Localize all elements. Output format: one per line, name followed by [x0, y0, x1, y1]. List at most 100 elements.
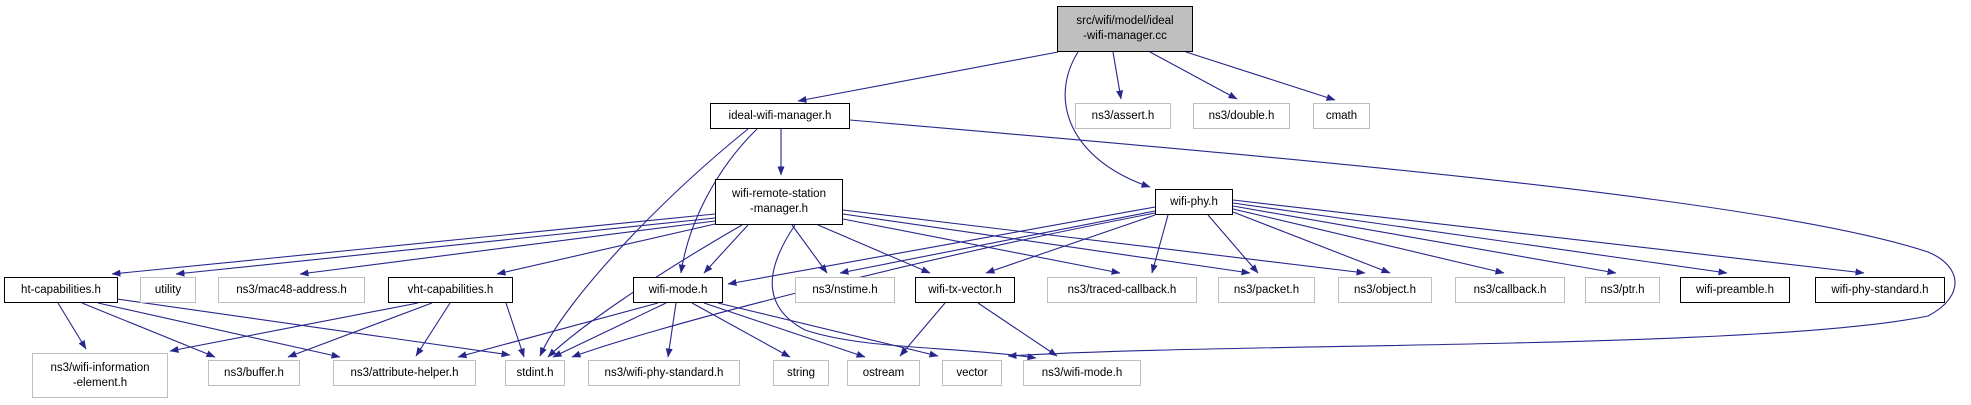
edge-wifimode-stdint [552, 302, 667, 358]
node-label: ns3/assert.h [1091, 109, 1155, 122]
node-wifimode[interactable]: wifi-mode.h [633, 277, 723, 303]
edge-ht-infoelem [57, 302, 87, 350]
edge-wifimode-vector [717, 302, 939, 358]
node-preamble[interactable]: wifi-preamble.h [1680, 277, 1790, 303]
node-label: ns3/wifi-information [50, 361, 150, 374]
node-label: -manager.h [749, 203, 809, 215]
node-label: ht-capabilities.h [21, 283, 101, 296]
node-ns3phystd: ns3/wifi-phy-standard.h [588, 360, 740, 386]
node-label: ns3/traced-callback.h [1067, 283, 1177, 296]
node-ptr: ns3/ptr.h [1585, 277, 1660, 303]
node-label: vht-capabilities.h [407, 283, 494, 296]
node-label: -element.h [72, 376, 128, 389]
node-infoelem: ns3/wifi-information -element.h [32, 353, 168, 398]
node-label: wifi-phy.h [1170, 195, 1218, 208]
edge-vht-stdint [504, 299, 525, 358]
node-label: wifi-mode.h [648, 283, 708, 296]
node-label: ns3/buffer.h [224, 366, 284, 379]
edge-wifiphy-txvector [985, 214, 1156, 274]
node-label: src/wifi/model/ideal [1076, 15, 1174, 28]
node-assert: ns3/assert.h [1075, 103, 1171, 129]
node-wrsm[interactable]: wifi-remote-station -manager.h [715, 179, 843, 225]
edge-wifimode-ns3phystd [665, 302, 677, 358]
edge-cc-cmath [1185, 51, 1336, 101]
node-label: -wifi-manager.cc [1083, 30, 1167, 42]
edge-cc-assert [1112, 51, 1124, 100]
edge-ideal-wifimode [678, 128, 758, 274]
edge-wifiphy-nstime [839, 210, 1156, 275]
edge-wrsm-object [842, 209, 1366, 276]
edge-wifiphy-object [1232, 211, 1391, 274]
node-ostream: ostream [847, 360, 920, 386]
node-label: wifi-preamble.h [1696, 283, 1774, 296]
edge-wrsm-packet [842, 213, 1251, 276]
node-vht[interactable]: vht-capabilities.h [388, 277, 513, 303]
node-cc[interactable]: src/wifi/model/ideal -wifi-manager.cc [1057, 6, 1193, 52]
node-tracedcb: ns3/traced-callback.h [1047, 277, 1197, 303]
edge-wifiphy-callback [1232, 208, 1505, 275]
node-label: ns3/object.h [1353, 283, 1416, 296]
edge-ht-buffer [81, 302, 216, 358]
node-object: ns3/object.h [1338, 277, 1432, 303]
node-label: ns3/wifi-phy-standard.h [604, 366, 724, 379]
edge-vht-buffer [287, 302, 433, 358]
node-label: ns3/wifi-mode.h [1041, 366, 1123, 379]
node-ns3wifimode: ns3/wifi-mode.h [1023, 360, 1141, 386]
node-stdint: stdint.h [505, 360, 565, 386]
edge-txvector-ostream [899, 302, 946, 357]
node-label: ostream [862, 366, 905, 379]
node-label: ns3/ptr.h [1600, 283, 1645, 296]
node-phystd[interactable]: wifi-phy-standard.h [1815, 277, 1945, 303]
edge-wrsm-wifimode [703, 224, 749, 274]
edge-wrsm-ns3wifimode [771, 224, 1037, 361]
node-string: string [773, 360, 829, 386]
node-label: ideal-wifi-manager.h [728, 109, 832, 122]
node-label: string [786, 366, 816, 379]
node-label: vector [956, 366, 988, 379]
edge-wifiphy-packet [1207, 214, 1259, 274]
edge-ideal-stdint [539, 128, 749, 357]
edge-wifimode-attrhelper [457, 302, 659, 359]
node-label: ns3/attribute-helper.h [350, 366, 459, 379]
edge-cc-ideal [797, 51, 1059, 103]
node-vector: vector [942, 360, 1002, 386]
edge-txvector-ns3wifimode [977, 302, 1058, 357]
node-wifiphy[interactable]: wifi-phy.h [1155, 189, 1233, 215]
edge-wifiphy-phystd [1232, 199, 1865, 276]
edge-wifimode-ostream [703, 302, 866, 358]
node-label: utility [154, 283, 182, 296]
edge-wrsm-ht [111, 213, 716, 277]
node-label: wifi-remote-station [732, 188, 826, 201]
node-mac48: ns3/mac48-address.h [218, 277, 365, 303]
edge-wifiphy-preamble [1232, 202, 1728, 276]
node-nstime: ns3/nstime.h [795, 277, 895, 303]
edge-wifimode-string [691, 302, 791, 358]
node-label: stdint.h [516, 366, 554, 379]
node-label: wifi-tx-vector.h [928, 283, 1002, 296]
node-callback: ns3/callback.h [1455, 277, 1565, 303]
edge-wrsm-nstime [791, 224, 828, 274]
node-buffer: ns3/buffer.h [208, 360, 300, 386]
node-label: ns3/mac48-address.h [236, 283, 347, 296]
edge-wrsm-utility [175, 217, 716, 277]
node-label: ns3/callback.h [1473, 283, 1547, 296]
node-txvector[interactable]: wifi-tx-vector.h [915, 277, 1015, 303]
edge-ideal-vector [849, 119, 1956, 359]
node-label: cmath [1325, 109, 1358, 122]
node-ideal[interactable]: ideal-wifi-manager.h [710, 103, 850, 129]
edge-cc-wifiphy [1064, 51, 1151, 188]
node-label: ns3/double.h [1208, 109, 1275, 122]
node-attrhelper: ns3/attribute-helper.h [333, 360, 476, 386]
node-ht[interactable]: ht-capabilities.h [4, 277, 118, 303]
node-utility: utility [140, 277, 196, 303]
node-label: wifi-phy-standard.h [1831, 283, 1929, 296]
edge-wrsm-stdint [547, 224, 743, 358]
edge-ht-attrhelper [97, 302, 341, 359]
edge-vht-infoelem [169, 302, 419, 353]
edge-wrsm-vht [496, 223, 716, 276]
node-cmath: cmath [1313, 103, 1370, 129]
edge-cc-double [1149, 51, 1238, 100]
node-label: ns3/nstime.h [812, 283, 878, 296]
node-packet: ns3/packet.h [1218, 277, 1315, 303]
